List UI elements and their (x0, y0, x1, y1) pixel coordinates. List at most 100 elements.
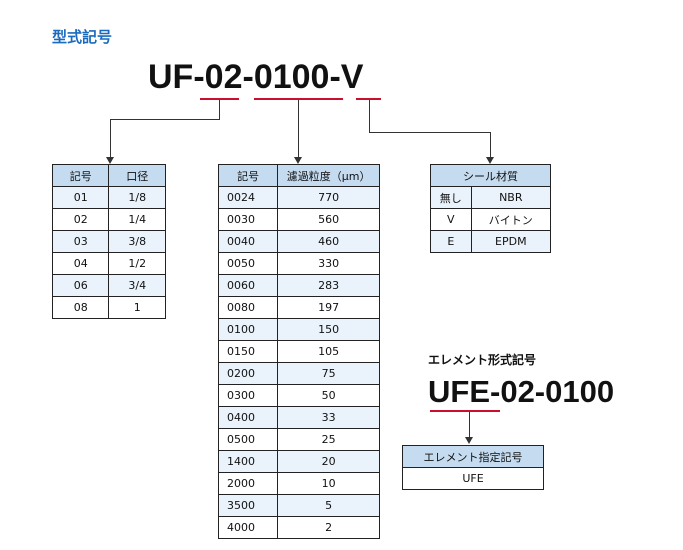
filter-table-row-cell: 560 (277, 208, 380, 231)
port-table-row-cell: 01 (51, 186, 110, 209)
filter-table-row-cell: 5 (277, 494, 380, 517)
filter-table-row-cell: 460 (277, 230, 380, 253)
filter-table-row-cell: 330 (277, 252, 380, 275)
port-table-row-cell: 04 (51, 252, 110, 275)
connector-filter (298, 100, 299, 159)
filter-table-row-cell: 20 (277, 450, 380, 473)
element-code: UFE-02-0100 (428, 374, 614, 410)
underline-seal (356, 98, 381, 100)
port-table-row-cell: 1 (108, 296, 166, 319)
filter-table-row-cell: 1400 (217, 450, 279, 473)
port-table-header-size: 口径 (108, 164, 166, 187)
filter-table-row-cell: 0100 (217, 318, 279, 341)
underline-port (200, 98, 239, 100)
arrow-filter (294, 157, 302, 164)
filter-table-row-cell: 197 (277, 296, 380, 319)
code-seal: V (340, 58, 364, 96)
filter-table-row-cell: 283 (277, 274, 380, 297)
filter-table-header-code: 記号 (217, 164, 279, 187)
element-table-header: エレメント指定記号 (402, 445, 544, 468)
seal-table-row-cell: NBR (470, 186, 552, 209)
underline-element (430, 410, 500, 412)
code-port: 02 (204, 58, 243, 96)
filter-table-row-cell: 33 (277, 406, 380, 429)
filter-table-row-cell: 0200 (217, 362, 279, 385)
filter-table-row-cell: 770 (277, 186, 380, 209)
element-code-rest: -02-0100 (490, 374, 615, 409)
arrow-port (106, 157, 114, 164)
filter-table-row-cell: 0030 (217, 208, 279, 231)
port-table-row-cell: 3/8 (108, 230, 166, 253)
underline-filter (254, 98, 343, 100)
filter-table-row-cell: 25 (277, 428, 380, 451)
connector-port (110, 119, 220, 120)
seal-table-row-cell: E (430, 230, 472, 253)
filter-table-row-cell: 0300 (217, 384, 279, 407)
element-table: エレメント指定記号 UFE (402, 445, 544, 490)
filter-table-row-cell: 0080 (217, 296, 279, 319)
seal-table-row-cell: V (430, 208, 472, 231)
filter-table-row-cell: 50 (277, 384, 380, 407)
filter-table-row-cell: 10 (277, 472, 380, 495)
filter-table-row-cell: 2 (277, 516, 380, 539)
port-table-header-code: 記号 (51, 164, 110, 187)
port-table-row-cell: 06 (51, 274, 110, 297)
port-table-row-cell: 3/4 (108, 274, 166, 297)
port-table-row-cell: 1/2 (108, 252, 166, 275)
section-heading: 型式記号 (52, 28, 113, 46)
element-heading: エレメント形式記号 (428, 353, 537, 367)
code-prefix: UF- (148, 58, 205, 96)
connector-seal (369, 100, 370, 132)
seal-table-row-cell: EPDM (470, 230, 552, 253)
filter-table-row-cell: 4000 (217, 516, 279, 539)
seal-table-row-cell: 無し (430, 186, 472, 209)
arrow-seal (486, 157, 494, 164)
filter-table-row-cell: 150 (277, 318, 380, 341)
connector-port (219, 100, 220, 119)
seal-table-header: シール材質 (430, 164, 551, 187)
model-code: UF-02-0100-V (148, 58, 363, 97)
element-code-prefix: UFE (428, 374, 490, 409)
port-table-row-cell: 1/8 (108, 186, 166, 209)
filter-table-row-cell: 0500 (217, 428, 279, 451)
seal-table-row-cell: バイトン (470, 208, 552, 231)
filter-table-header-rating: 濾過粒度（μm） (277, 164, 380, 187)
connector-seal (490, 132, 491, 159)
arrow-element (465, 437, 473, 444)
element-table-value: UFE (402, 467, 544, 490)
filter-table-row-cell: 3500 (217, 494, 279, 517)
filter-table-row-cell: 0024 (217, 186, 279, 209)
connector-seal (369, 132, 490, 133)
code-sep1: - (242, 58, 254, 96)
connector-element (469, 412, 470, 440)
port-table-row-cell: 1/4 (108, 208, 166, 231)
code-sep2: - (329, 58, 341, 96)
port-table-row-cell: 02 (51, 208, 110, 231)
filter-table-row-cell: 105 (277, 340, 380, 363)
filter-table-row-cell: 0040 (217, 230, 279, 253)
